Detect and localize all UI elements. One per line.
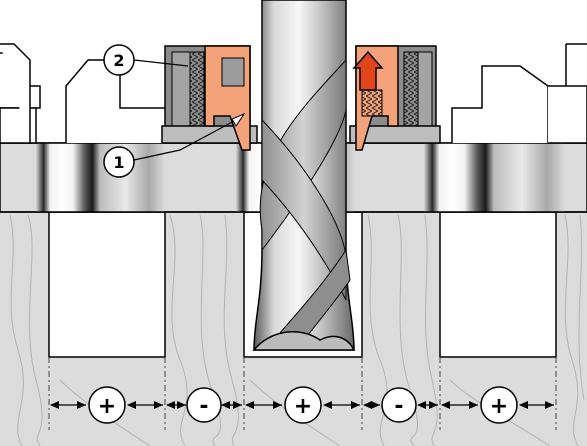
zone-sign-4-label: -	[394, 394, 403, 419]
callout-leaders	[133, 59, 237, 161]
collet	[204, 45, 399, 151]
callout-2: 2	[103, 44, 135, 76]
upward-arrow-icon	[352, 50, 384, 91]
fixture-outline	[0, 43, 587, 144]
zone-sign-1: +	[88, 386, 126, 424]
drill-bit	[252, 0, 356, 351]
zone-dimension: + - + - +	[48, 357, 557, 430]
zone-sign-5: +	[480, 386, 518, 424]
callout-2-label: 2	[113, 51, 124, 70]
callout-arrowhead	[231, 112, 246, 127]
pocket-right	[439, 211, 557, 358]
zone-sign-3-label: +	[294, 394, 312, 419]
plate-bore-left	[36, 143, 164, 212]
callout-1: 1	[103, 146, 135, 178]
zone-sign-2-label: -	[199, 394, 208, 419]
plate-bore-right	[424, 143, 564, 212]
zone-sign-3: +	[284, 386, 322, 424]
zone-sign-4: -	[381, 387, 417, 423]
zone-sign-5-label: +	[490, 394, 508, 419]
callout-1-label: 1	[113, 153, 124, 172]
zone-sign-1-label: +	[98, 394, 116, 419]
pocket-left	[48, 211, 166, 358]
drill-tip	[252, 331, 356, 351]
zone-sign-2: -	[186, 387, 222, 423]
